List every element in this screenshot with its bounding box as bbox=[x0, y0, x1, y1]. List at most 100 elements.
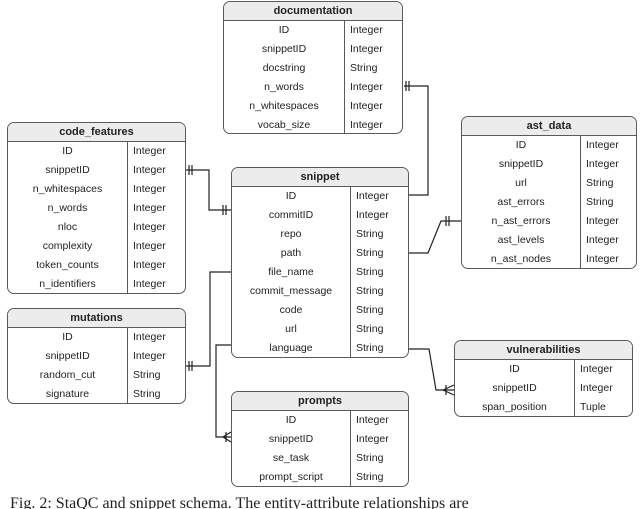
connector-end-crow bbox=[222, 431, 232, 443]
field-row: n_whitespaces Integer bbox=[224, 97, 402, 116]
field-row: ID Integer bbox=[455, 360, 632, 379]
connector-end-one bbox=[405, 81, 410, 91]
field-type: Integer bbox=[350, 24, 383, 36]
field-type: Integer bbox=[133, 164, 166, 176]
field-type: String bbox=[586, 196, 614, 208]
field-row: ast_errors String bbox=[462, 193, 636, 212]
field-type: String bbox=[356, 304, 384, 316]
field-name: ID bbox=[462, 136, 581, 155]
field-name: url bbox=[232, 320, 351, 339]
field-row: language String bbox=[232, 339, 408, 357]
field-type: Tuple bbox=[580, 401, 606, 413]
field-name: ID bbox=[455, 360, 575, 379]
field-type: String bbox=[356, 471, 384, 483]
field-type: Integer bbox=[586, 234, 619, 246]
field-type: String bbox=[133, 369, 161, 381]
field-row: n_ast_nodes Integer bbox=[462, 250, 636, 268]
entity-title: code_features bbox=[8, 123, 185, 142]
field-name: span_position bbox=[455, 398, 575, 416]
field-type: Integer bbox=[586, 139, 619, 151]
field-type: Integer bbox=[133, 331, 166, 343]
connector-end-one bbox=[188, 361, 193, 371]
field-row: snippetID Integer bbox=[8, 347, 185, 366]
field-name: url bbox=[462, 174, 581, 193]
connector-snippet-prompts bbox=[215, 344, 231, 438]
field-name: vocab_size bbox=[224, 116, 345, 133]
field-name: n_whitespaces bbox=[8, 180, 128, 199]
field-type: String bbox=[356, 452, 384, 464]
field-type: Integer bbox=[580, 363, 613, 375]
field-type: String bbox=[356, 285, 384, 297]
field-name: repo bbox=[232, 225, 351, 244]
field-name: n_whitespaces bbox=[224, 97, 345, 116]
field-name: docstring bbox=[224, 59, 345, 78]
connector-snippet-code-features bbox=[186, 169, 231, 211]
field-type: Integer bbox=[350, 119, 383, 131]
field-name: n_words bbox=[224, 78, 345, 97]
field-name: token_counts bbox=[8, 256, 128, 275]
field-type: Integer bbox=[133, 183, 166, 195]
field-type: Integer bbox=[350, 100, 383, 112]
connector-end-one bbox=[188, 165, 193, 175]
field-type: Integer bbox=[133, 350, 166, 362]
field-name: n_ast_errors bbox=[462, 212, 581, 231]
field-name: path bbox=[232, 244, 351, 263]
entity-title: ast_data bbox=[462, 117, 636, 136]
field-type: String bbox=[356, 228, 384, 240]
field-type: String bbox=[350, 62, 378, 74]
field-name: snippetID bbox=[8, 347, 128, 366]
field-name: n_ast_nodes bbox=[462, 250, 581, 268]
field-type: Integer bbox=[356, 414, 389, 426]
field-name: ast_errors bbox=[462, 193, 581, 212]
connector-snippet-mutations bbox=[186, 271, 231, 367]
field-name: ID bbox=[8, 142, 128, 161]
field-name: ID bbox=[224, 21, 345, 40]
field-type: String bbox=[356, 323, 384, 335]
field-row: vocab_size Integer bbox=[224, 116, 402, 133]
field-row: repo String bbox=[232, 225, 408, 244]
field-type: Integer bbox=[586, 158, 619, 170]
field-type: Integer bbox=[133, 145, 166, 157]
field-name: nloc bbox=[8, 218, 128, 237]
field-type: Integer bbox=[133, 259, 166, 271]
field-name: complexity bbox=[8, 237, 128, 256]
field-name: ID bbox=[8, 328, 128, 347]
field-type: Integer bbox=[133, 240, 166, 252]
field-name: signature bbox=[8, 385, 128, 403]
field-type: String bbox=[356, 342, 384, 354]
entity-title: documentation bbox=[224, 2, 402, 21]
connector-end-crow bbox=[442, 384, 455, 396]
entity-title: prompts bbox=[232, 392, 408, 411]
field-type: String bbox=[133, 388, 161, 400]
field-name: snippetID bbox=[455, 379, 575, 398]
field-type: Integer bbox=[586, 253, 619, 265]
field-name: snippetID bbox=[232, 430, 351, 449]
field-type: Integer bbox=[133, 278, 166, 290]
field-type: Integer bbox=[133, 202, 166, 214]
connector-end-one bbox=[445, 216, 450, 226]
field-name: language bbox=[232, 339, 351, 357]
field-row: complexity Integer bbox=[8, 237, 185, 256]
